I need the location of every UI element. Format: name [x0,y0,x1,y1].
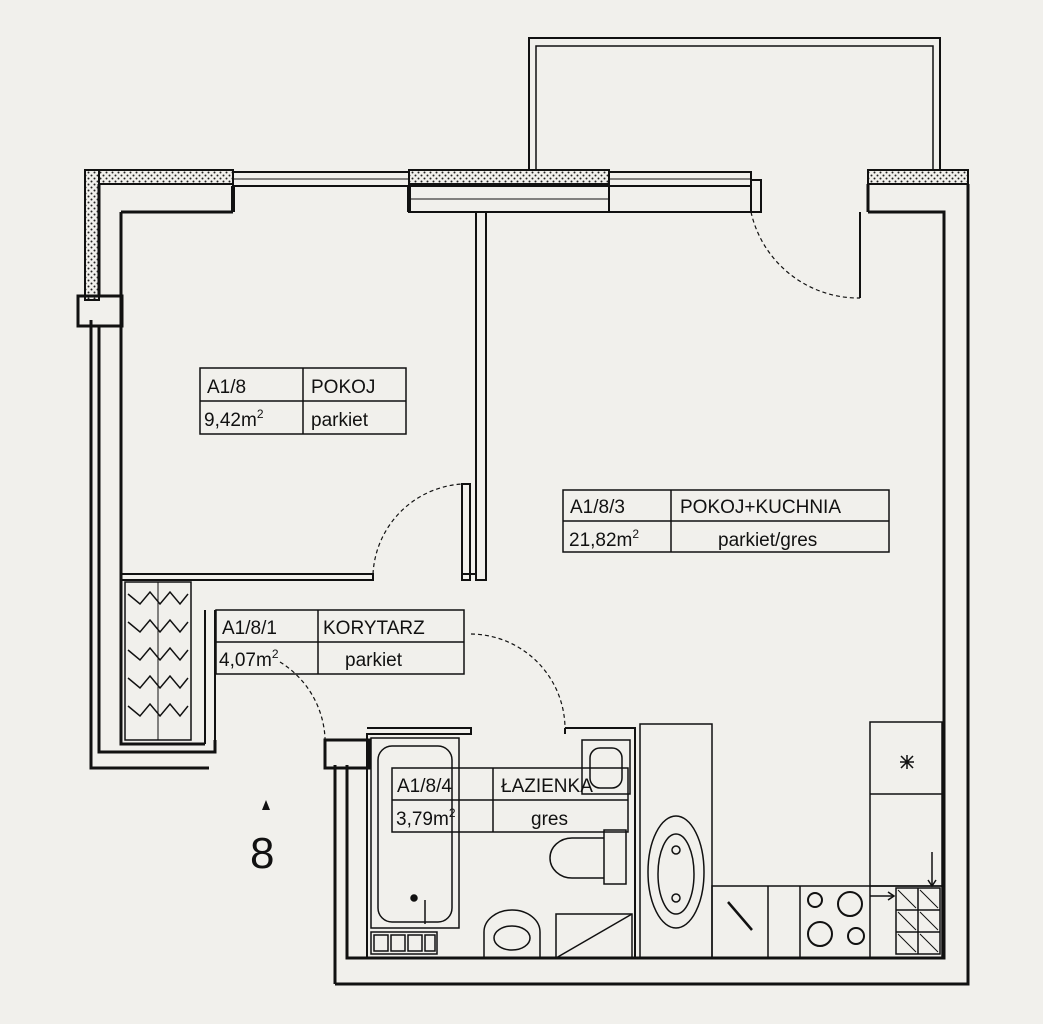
room-floor: parkiet/gres [718,530,817,551]
room-name: POKOJ [311,377,375,398]
room-floor: parkiet [311,410,369,431]
room-label-pokoj-kuchnia: A1/8/3 POKOJ+KUCHNIA 21,82m2 parkiet/gre… [562,489,890,553]
exterior-wall-top-mid [408,169,610,185]
room-area: 9,42m2 [204,407,264,431]
window-left [231,171,411,212]
window-middle [408,185,610,213]
door-swings [279,211,861,749]
room-label-korytarz: A1/8/1 KORYTARZ 4,07m2 parkiet [215,609,465,675]
room-name: KORYTARZ [323,618,425,639]
room-name: ŁAZIENKA [501,776,593,797]
wardrobe [124,581,192,741]
balcony-door [608,171,762,213]
triangle-icon [262,800,270,810]
kitchen-counter [711,885,943,959]
room-label-pokoj: A1/8 POKOJ 9,42m2 parkiet [199,367,407,435]
exterior-wall-top-left [84,169,234,301]
room-code: A1/8 [207,377,246,398]
interior-walls [121,211,636,958]
room-name: POKOJ+KUCHNIA [680,497,841,518]
room-area: 4,07m2 [219,647,279,671]
room-code: A1/8/3 [570,497,625,518]
washbasin [483,909,541,958]
room-label-lazienka: A1/8/4 ŁAZIENKA 3,79m2 gres [391,767,629,833]
balcony [528,37,941,170]
unit-number: 8 [250,829,274,878]
kitchen-column [639,723,713,959]
bath-radiator [370,931,438,955]
exterior-wall-top-right [867,169,969,185]
exterior-walls [76,184,970,986]
tall-cabinet [869,721,943,887]
kitchen-sink [870,852,941,955]
bathtub [370,737,460,929]
toilet [549,829,627,885]
room-code: A1/8/1 [222,618,277,639]
room-area: 21,82m2 [569,527,639,551]
room-floor: gres [531,809,568,830]
shower-box [555,913,633,959]
room-area: 3,79m2 [396,806,456,830]
room-floor: parkiet [345,650,403,671]
unit-number-marker: 8 [250,800,274,878]
room-code: A1/8/4 [397,776,452,797]
cooktop [807,891,865,947]
